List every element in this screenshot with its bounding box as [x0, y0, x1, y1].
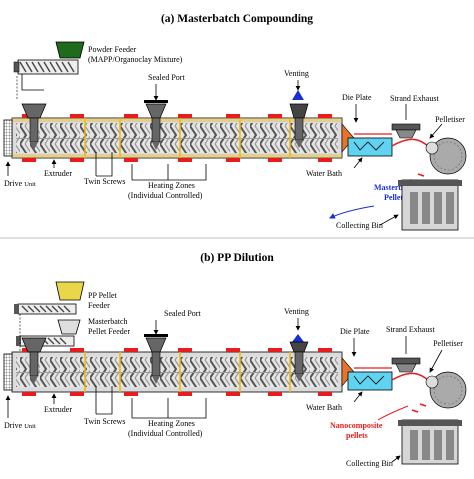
heating-zones-sublabel-a: (Individual Controlled) [128, 191, 203, 200]
extruder-label-a: Extruder [44, 169, 72, 178]
extruder-barrel [11, 114, 355, 162]
mb-feeder-label-2: Pellet Feeder [88, 327, 130, 336]
pelletiser-b [391, 371, 467, 409]
panel-b-title: (b) PP Dilution [200, 252, 274, 264]
pelletiser [391, 137, 467, 175]
pp-feeder-label-2: Feeder [88, 301, 110, 310]
venting-port-b [289, 334, 309, 382]
nanocomposite-label-2: pellets [346, 431, 368, 440]
collecting-bin-a [398, 179, 462, 231]
water-bath-label-a: Water Bath [306, 169, 342, 178]
strand-exhaust [391, 104, 421, 139]
masterbatch-label-2: Pellets [384, 193, 406, 202]
powder-hopper [55, 41, 85, 59]
die-plate-label-b: Die Plate [340, 327, 370, 336]
strand-exhaust-label-b: Strand Exhaust [386, 325, 435, 334]
powder-feeder [13, 41, 85, 100]
water-bath [347, 133, 393, 157]
feed-throat [21, 103, 47, 150]
extruder-label-b: Extruder [44, 405, 72, 414]
venting-label-b: Venting [284, 307, 309, 316]
drive-unit-b [3, 353, 13, 391]
venting-label: Venting [284, 69, 309, 78]
panel-a: (a) Masterbatch Compounding Powder Feede… [3, 13, 467, 231]
sealed-port [144, 100, 168, 150]
strand-exhaust-b [391, 336, 421, 373]
twin-screws-label-b: Twin Screws [84, 417, 125, 426]
feed-throat-b [21, 337, 47, 384]
nanocomposite-label: Nanocomposite [330, 421, 383, 430]
powder-feeder-sublabel: (MAPP/Organoclay Mixture) [88, 55, 183, 64]
extruder-barrel-b [11, 348, 355, 396]
sealed-port-b [144, 334, 168, 384]
heating-zones-label-b: Heating Zones [148, 419, 195, 428]
pp-feeder-label: PP Pellet [88, 291, 118, 300]
panel-b: (b) PP Dilution PP Pellet Feeder Masterb… [3, 252, 467, 468]
drive-unit-label-b: Drive Unit [4, 421, 36, 430]
sealed-port-label-b: Sealed Port [164, 309, 201, 318]
heating-zones-label-a: Heating Zones [148, 181, 195, 190]
collecting-bin-b [398, 419, 462, 465]
venting-port [289, 90, 309, 148]
sealed-port-label: Sealed Port [148, 73, 185, 82]
mb-feeder-label: Masterbatch [88, 317, 128, 326]
heating-zones-sublabel-b: (Individual Controlled) [128, 429, 203, 438]
panel-a-title: (a) Masterbatch Compounding [161, 13, 313, 25]
collecting-bin-label-b: Collecting Bin [346, 459, 393, 468]
powder-feeder-label: Powder Feeder [88, 45, 137, 54]
twin-screws-label-a: Twin Screws [84, 177, 125, 186]
drive-unit [3, 119, 13, 157]
strand-exhaust-label: Strand Exhaust [390, 94, 439, 103]
die-plate-label: Die Plate [342, 93, 372, 102]
masterbatch-label: Masterbatch [374, 183, 418, 192]
pp-pellet-feeder [14, 281, 85, 315]
pelletiser-label: Pelletiser [435, 115, 465, 124]
collecting-bin-label-a: Collecting Bin [336, 221, 383, 230]
drive-unit-label-a: Drive Unit [4, 179, 36, 188]
pelletiser-label-b: Pelletiser [433, 339, 463, 348]
water-bath-b [347, 367, 393, 391]
water-bath-label-b: Water Bath [306, 403, 342, 412]
feeder-screw-housing [17, 59, 79, 75]
